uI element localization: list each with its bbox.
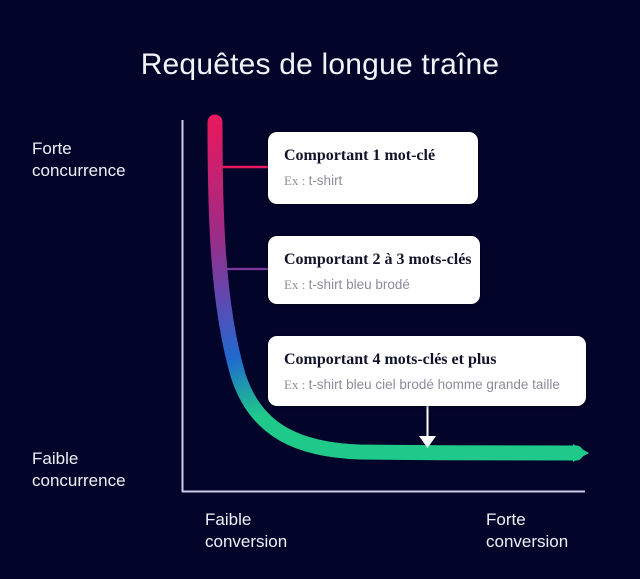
callout-card-3-title: Comportant 4 mots-clés et plus (284, 351, 497, 368)
callout-card-2[interactable]: Comportant 2 à 3 mots-clés Ex : t-shirt … (268, 236, 480, 304)
x-axis-right-label: Forte conversion (486, 510, 569, 551)
callout-card-2-subtitle: Ex : t-shirt bleu brodé (284, 276, 464, 293)
card3-arrow-head-icon (419, 436, 436, 448)
callout-card-1[interactable]: Comportant 1 mot-clé Ex : t-shirt (268, 132, 478, 204)
callout-card-1-subtitle: Ex : t-shirt (284, 172, 462, 189)
callout-card-1-title: Comportant 1 mot-clé (284, 147, 436, 164)
callout-card-1-example-prefix: Ex : (284, 173, 309, 188)
callout-card-3[interactable]: Comportant 4 mots-clés et plus Ex : t-sh… (268, 336, 586, 406)
callout-card-2-title: Comportant 2 à 3 mots-clés (284, 251, 472, 268)
callout-card-3-example-prefix: Ex : (284, 377, 309, 392)
page-title: Requêtes de longue traîne (140, 48, 500, 81)
y-axis-top-label: Forte concurrence (32, 139, 126, 180)
long-tail-curve (207, 114, 584, 461)
callout-card-2-example: t-shirt bleu brodé (308, 277, 410, 292)
y-axis-bottom-label: Faible concurrence (32, 449, 126, 490)
callout-card-3-subtitle: Ex : t-shirt bleu ciel brodé homme grand… (284, 376, 570, 393)
callout-card-2-example-prefix: Ex : (284, 277, 309, 292)
x-axis-left-label: Faible conversion (205, 510, 288, 551)
callout-card-3-example: t-shirt bleu ciel brodé homme grande tai… (308, 377, 560, 392)
curve-arrowhead-icon (573, 444, 589, 462)
callout-card-1-example: t-shirt (308, 173, 343, 188)
